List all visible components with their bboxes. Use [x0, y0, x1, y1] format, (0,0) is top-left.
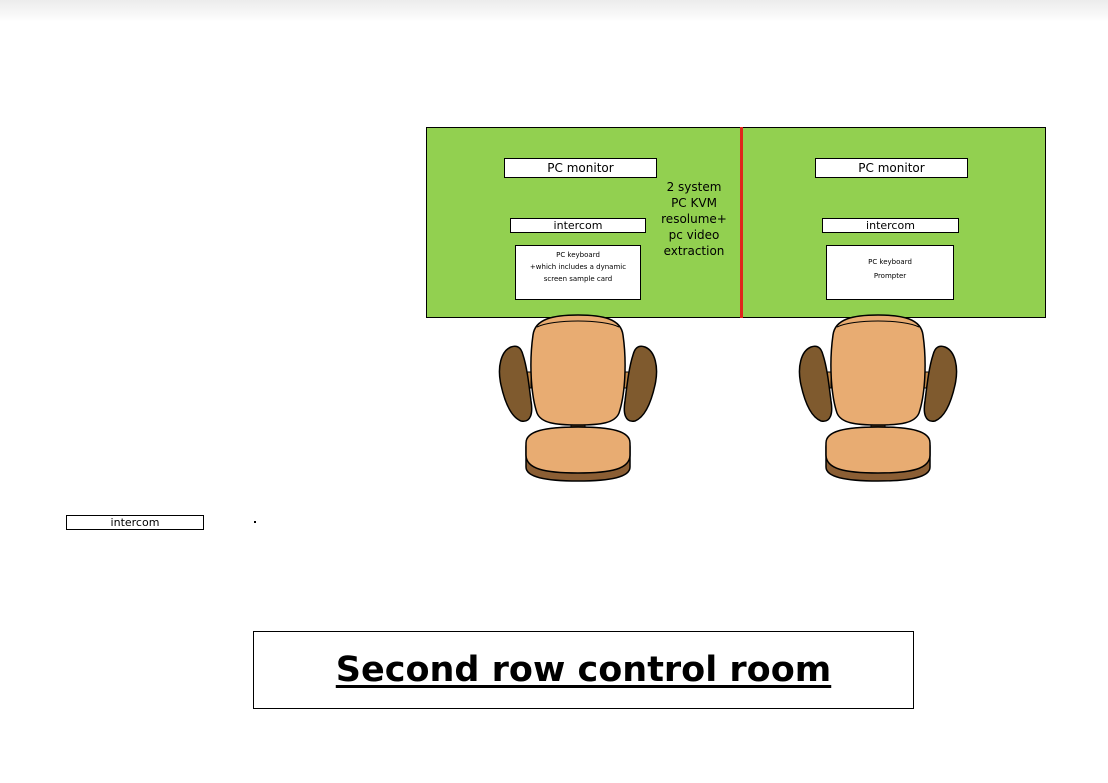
left-intercom: intercom	[510, 218, 646, 233]
left-chair-armrest-right	[623, 345, 658, 422]
center-note-line-2: PC KVM	[671, 196, 717, 210]
center-note-line-3: resolume+	[661, 212, 727, 226]
left-keyboard-line-3: screen sample card	[543, 275, 613, 283]
center-note-line-4: pc video	[668, 228, 720, 242]
left-pc-keyboard: PC keyboard +which includes a dynamic sc…	[515, 245, 641, 300]
right-chair-armrest-right	[923, 345, 958, 422]
right-office-chair	[798, 314, 958, 482]
standalone-intercom: intercom	[66, 515, 204, 530]
right-pc-keyboard: PC keyboard Prompter	[826, 245, 954, 300]
right-chair-backrest	[830, 314, 926, 426]
right-pc-monitor: PC monitor	[815, 158, 968, 178]
left-chair-backrest-edge	[536, 320, 620, 328]
top-bar	[0, 0, 1108, 22]
right-chair-backrest-edge	[836, 320, 920, 328]
right-keyboard-line-1: PC keyboard	[868, 258, 912, 266]
title-box: Second row control room	[253, 631, 914, 709]
right-intercom: intercom	[822, 218, 959, 233]
left-keyboard-line-2: +which includes a dynamic	[529, 263, 627, 271]
center-note-line-1: 2 system	[666, 180, 722, 194]
left-pc-monitor: PC monitor	[504, 158, 657, 178]
left-chair-armrest-left	[498, 345, 533, 422]
desk-divider	[740, 127, 743, 318]
right-keyboard-line-2: Prompter	[873, 272, 907, 280]
center-note-line-5: extraction	[663, 244, 725, 258]
page-title: Second row control room	[335, 650, 832, 690]
left-chair-backrest	[530, 314, 626, 426]
center-note: 2 system PC KVM resolume+ pc video extra…	[660, 179, 728, 259]
right-chair-seat	[825, 426, 931, 474]
right-chair-armrest-left	[798, 345, 833, 422]
left-keyboard-line-1: PC keyboard	[556, 251, 600, 259]
stray-dot	[254, 521, 256, 523]
left-chair-seat	[525, 426, 631, 474]
left-office-chair	[498, 314, 658, 482]
